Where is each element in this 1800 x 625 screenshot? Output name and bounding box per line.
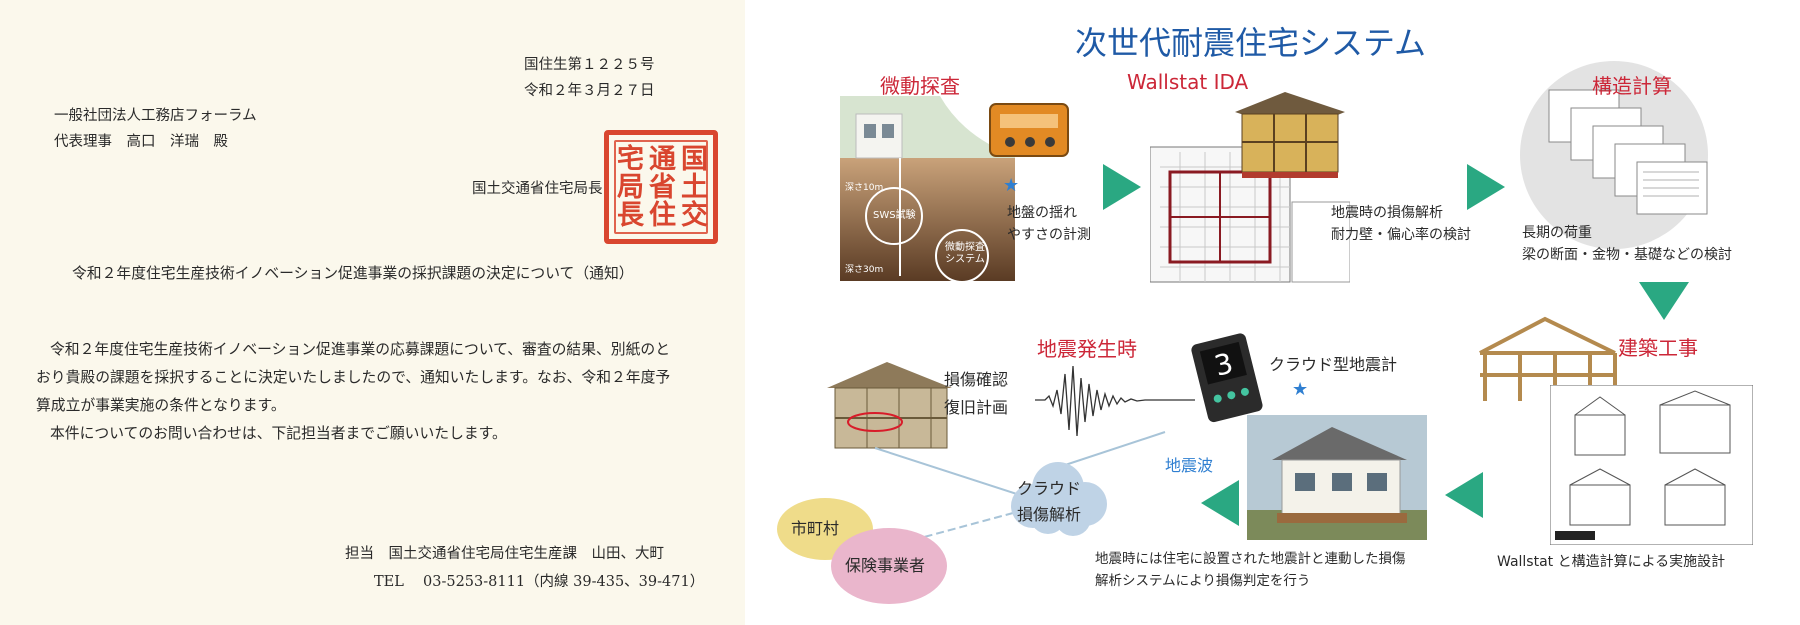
diagram-title: 次世代耐震住宅システム <box>1075 24 1427 62</box>
insurer-ellipse <box>831 528 947 604</box>
step-wallstat-desc: 地震時の損傷解析 耐力壁・偏心率の検討 <box>1331 202 1471 246</box>
contact-tel: TEL 03-5253-8111（内線 39-435、39-471） <box>374 574 705 590</box>
timber-frame-illustration <box>1479 316 1617 401</box>
step-wallstat-desc-1: 地震時の損傷解析 <box>1331 205 1443 221</box>
letter-body-line-1: 令和２年度住宅生産技術イノベーション促進事業の応募課題について、審査の結果、別紙… <box>50 341 670 358</box>
earthquake-desc-1: 地震時には住宅に設置された地震計と連動した損傷 <box>1095 551 1406 567</box>
damage-label: 損傷確認 復旧計画 <box>944 366 1008 422</box>
damage-check-label: 損傷確認 <box>944 370 1009 389</box>
municipality-label: 市町村 <box>791 519 840 538</box>
seismic-wave-label: 地震波 <box>1165 456 1214 475</box>
arrow-down-icon <box>1639 282 1689 320</box>
earthquake-desc-2: 解析システムにより損傷判定を行う <box>1095 573 1311 589</box>
recovery-plan-label: 復旧計画 <box>944 398 1009 417</box>
step-structural-calc-title: 構造計算 <box>1592 74 1672 98</box>
sws-test-label: SWS試験 <box>873 210 916 221</box>
letter-body-line-4: 本件についてのお問い合わせは、下記担当者までご願いいたします。 <box>50 425 507 442</box>
step-micro-survey-title: 微動探査 <box>880 74 960 98</box>
earthquake-occurrence-title: 地震発生時 <box>1037 337 1137 361</box>
issuer: 国土交通省住宅局長 <box>472 181 603 197</box>
recipient-name: 代表理事 高口 洋瑞 殿 <box>54 134 228 150</box>
arrow-right-icon <box>1103 164 1141 210</box>
earthquake-desc: 地震時には住宅に設置された地震計と連動した損傷 解析システムにより損傷判定を行う <box>1095 548 1406 592</box>
arrow-left-icon <box>1201 480 1239 526</box>
step-micro-survey-desc-1: 地盤の揺れ <box>1007 205 1077 221</box>
structural-calc-illustration <box>1520 61 1708 249</box>
step-wallstat-title: Wallstat IDA <box>1127 70 1249 94</box>
drawing-set-illustration <box>1550 385 1753 545</box>
star-icon: ★ <box>1003 175 1020 196</box>
system-diagram: 次世代耐震住宅システム 微動探査 SWS試験 微動探査 システム 深さ10m 深… <box>745 0 1800 625</box>
letter-body-line-3: 算成立が事業実施の条件となります。 <box>36 397 286 414</box>
micro-survey-system-label: 微動探査 システム <box>945 242 985 266</box>
step-structural-calc-desc-1: 長期の荷重 <box>1522 225 1592 241</box>
step-structural-calc-desc: 長期の荷重 梁の断面・金物・基礎などの検討 <box>1522 222 1732 266</box>
cloud-label-1: クラウド <box>1017 479 1082 498</box>
micro-survey-line-2: システム <box>945 254 985 265</box>
step-construction-desc: Wallstat と構造計算による実施設計 <box>1497 554 1726 570</box>
damaged-house-illustration <box>827 362 952 449</box>
cloud-seismometer-label: クラウド型地震計 <box>1269 355 1398 374</box>
seismic-waveform <box>1035 365 1195 437</box>
letter-body-line-2: おり貴殿の課題を採択することに決定いたしましたので、通知いたします。なお、令和２… <box>36 369 671 386</box>
ground-survey-illustration <box>840 96 1100 281</box>
step-wallstat-desc-2: 耐力壁・偏心率の検討 <box>1331 227 1471 243</box>
document-date: 令和２年３月２７日 <box>524 83 655 99</box>
arrow-left-icon <box>1445 472 1483 518</box>
wallstat-model-illustration <box>1150 92 1350 283</box>
official-seal: 国 土 交 通 省 住 宅 局 長 <box>604 130 718 244</box>
cloud-icon <box>1011 462 1107 536</box>
depth-30-label: 深さ30m <box>845 265 884 275</box>
house-photo-illustration <box>1247 415 1427 540</box>
notification-letter: 国住生第１２２５号 令和２年３月２７日 一般社団法人工務店フォーラム 代表理事 … <box>0 0 745 625</box>
arrow-right-icon <box>1467 164 1505 210</box>
recipient-organization: 一般社団法人工務店フォーラム <box>54 108 257 124</box>
depth-10-label: 深さ10m <box>845 183 884 193</box>
letter-subject: 令和２年度住宅生産技術イノベーション促進事業の採択課題の決定について（通知） <box>72 265 634 282</box>
step-micro-survey-desc: 地盤の揺れ やすさの計測 <box>1007 202 1091 246</box>
micro-survey-line-1: 微動探査 <box>945 242 985 253</box>
cloud-label-2: 損傷解析 <box>1017 505 1082 524</box>
contact-person: 担当 国土交通省住宅局住宅生産課 山田、大町 <box>345 546 664 562</box>
document-number: 国住生第１２２５号 <box>524 57 655 73</box>
insurer-label: 保険事業者 <box>845 556 926 575</box>
step-construction-title: 建築工事 <box>1618 336 1698 360</box>
step-structural-calc-desc-2: 梁の断面・金物・基礎などの検討 <box>1522 247 1732 263</box>
connector-lines <box>874 431 1166 541</box>
star-icon: ★ <box>1292 379 1309 400</box>
step-micro-survey-desc-2: やすさの計測 <box>1007 227 1091 243</box>
cloud-seismometer-device: 3 <box>1191 333 1263 423</box>
cloud-analysis-label: クラウド 損傷解析 <box>1017 476 1081 528</box>
